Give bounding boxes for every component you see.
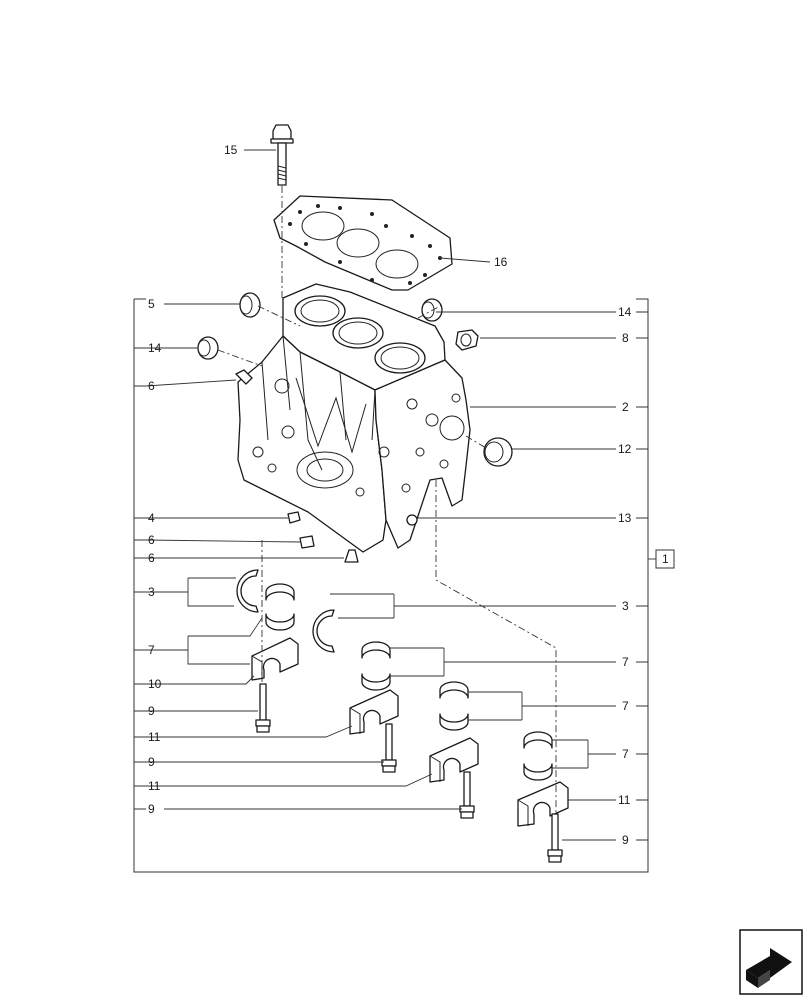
callout-9-b: 9 (148, 755, 155, 769)
callout-9-a: 9 (148, 704, 155, 718)
pin-6-top-part (235, 369, 253, 385)
callout-14-left: 14 (148, 341, 162, 355)
bearing-cap-11-b-part (429, 737, 479, 783)
callout-6-low: 6 (148, 551, 155, 565)
next-page-arrow-icon[interactable] (739, 929, 803, 995)
callout-15: 15 (224, 143, 238, 157)
head-bolt-part (270, 124, 294, 186)
centerline-right-caps (435, 480, 557, 814)
cylinder-block-part (237, 283, 471, 553)
callout-2: 2 (622, 400, 629, 414)
centerline-plugs-upper (217, 303, 445, 367)
centerline-seal (465, 435, 487, 449)
assembly-frame (133, 298, 649, 873)
bearing-shells-2-part (361, 641, 391, 691)
callout-4: 4 (148, 511, 155, 525)
plug-5-part (239, 292, 261, 318)
callout-10: 10 (148, 677, 162, 691)
bearing-shells-4-part (523, 731, 553, 781)
callout-9-d: 9 (622, 833, 629, 847)
cap-bolt-1-part (255, 683, 271, 733)
bearing-shells-3-part (439, 681, 469, 731)
plug-4-part (287, 511, 301, 524)
bearing-cap-10-part (251, 637, 299, 681)
bearing-cap-11-c-part (517, 781, 569, 827)
leader-lines (134, 149, 656, 841)
callout-3-left: 3 (148, 585, 155, 599)
plug-8-part (455, 329, 479, 351)
plug-13-part (406, 514, 418, 526)
head-gasket-part (273, 195, 453, 291)
seal-12-part (483, 437, 513, 467)
callout-11-b: 11 (148, 779, 161, 793)
callout-8: 8 (622, 331, 629, 345)
callout-11-a: 11 (148, 730, 161, 744)
callout-3-right: 3 (622, 599, 629, 613)
pin-6-low-part (344, 549, 359, 563)
frame-ticks (134, 311, 648, 841)
callout-7-left: 7 (148, 643, 155, 657)
bearing-cap-11-a-part (349, 689, 399, 735)
callout-16: 16 (494, 255, 508, 269)
callout-5: 5 (148, 297, 155, 311)
callout-1: 1 (662, 552, 669, 566)
assembly-label-box (655, 549, 675, 569)
callout-13: 13 (618, 511, 632, 525)
callout-12: 12 (618, 442, 632, 456)
callout-7-right-c: 7 (622, 747, 629, 761)
cap-bolt-4-part (547, 813, 563, 863)
callout-6-mid: 6 (148, 533, 155, 547)
callout-9-c: 9 (148, 802, 155, 816)
plug-14-left-part (197, 336, 219, 360)
thrust-washer-left-part (236, 569, 259, 613)
callout-6-top: 6 (148, 379, 155, 393)
callout-14-right: 14 (618, 305, 632, 319)
pin-6-mid-part (299, 535, 315, 549)
callout-7-right-a: 7 (622, 655, 629, 669)
cap-bolt-2-part (381, 723, 397, 773)
bearing-shells-1-part (265, 583, 295, 631)
cap-bolt-3-part (459, 771, 475, 819)
callout-11-c: 11 (618, 793, 631, 807)
callout-7-right-b: 7 (622, 699, 629, 713)
thrust-washer-mid-part (312, 609, 335, 653)
